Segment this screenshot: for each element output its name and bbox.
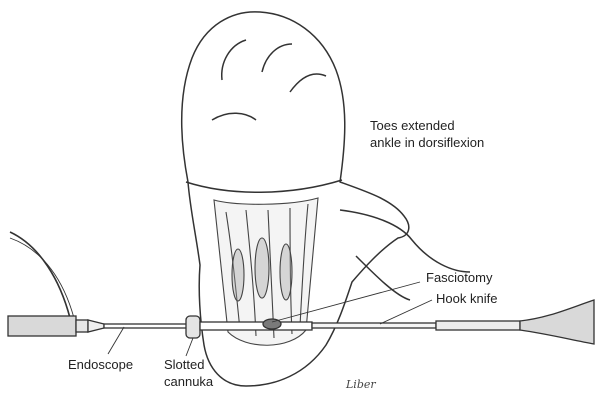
endoscope-cable [10, 232, 70, 318]
cannula-ring [186, 316, 200, 338]
endoscope-cable-inner [10, 238, 74, 318]
endoscope-shaft [104, 324, 190, 328]
label-toes-extended: Toes extended [370, 118, 455, 134]
label-endoscope: Endoscope [68, 357, 133, 373]
label-hook-knife: Hook knife [436, 291, 497, 307]
slotted-cannula-leader [186, 338, 193, 356]
toe-line-4 [212, 113, 256, 120]
hook-knife-leader [380, 300, 432, 324]
fascia-bundle-3 [280, 244, 292, 300]
artist-signature: Liber [346, 378, 376, 391]
endoscope-collar [76, 320, 88, 332]
toe-line-2 [262, 44, 292, 72]
label-ankle-dorsiflexion: ankle in dorsiflexion [370, 135, 484, 151]
fascia-bundle-2 [255, 238, 269, 298]
endoscope-leader [108, 327, 124, 354]
cannula-tube [200, 322, 312, 330]
label-fasciotomy: Fasciotomy [426, 270, 492, 286]
leg-contour [340, 210, 470, 272]
label-slotted: Slotted [164, 357, 204, 373]
ankle-line [186, 180, 342, 192]
hook-knife-sleeve [436, 321, 520, 330]
toe-line-1 [222, 40, 246, 80]
toe-line-3 [290, 74, 326, 92]
hook-knife-handle [520, 300, 594, 344]
endoscope-taper [88, 320, 104, 332]
label-cannuka: cannuka [164, 374, 213, 390]
fascia-bundle-1 [232, 249, 244, 301]
endoscope-handle [8, 316, 76, 336]
endoscope [8, 316, 190, 336]
leg-contour-2 [356, 256, 410, 300]
hook-knife-shaft [312, 323, 436, 328]
